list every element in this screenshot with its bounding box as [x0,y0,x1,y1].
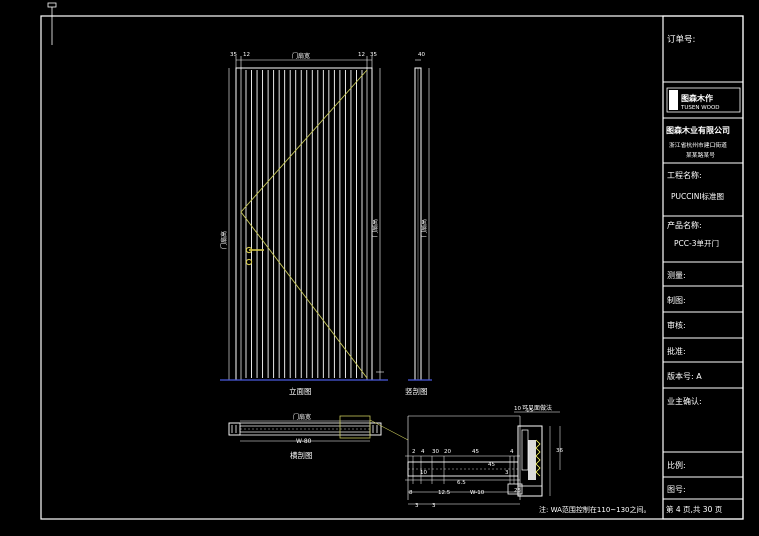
drafting-label: 制图: [667,295,686,305]
elevation-view: 35 12 门扇宽 12 35 门扇高 门扇高 [220,52,388,381]
dim-left-1: 35 [230,52,237,58]
detail-dim-label: 10 [514,406,521,412]
dim-right-2: 35 [370,52,377,58]
vertical-section-view: 40 门扇高 [408,52,432,381]
company-name: 图森木业有限公司 [666,125,730,135]
detail-leader [369,419,409,441]
door-height-label-right: 门扇高 [371,219,379,237]
review-label: 审核: [667,320,686,330]
owner-confirm-label: 业主确认: [667,396,702,406]
project-name-label: 工程名称: [667,170,702,180]
detail-dim-label: 3 [415,503,419,509]
detail-dim-label: 12.5 [438,490,451,496]
detail-dim-label: 6.5 [457,480,466,486]
corner-mark [47,2,57,8]
detail-dim-label: 8 [409,490,413,496]
product-name-value: PCC-3单开门 [674,238,719,248]
svg-text:图森木作: 图森木作 [681,93,713,103]
detail-note: 可见面做法 [522,404,552,412]
detail-dim-label: 4 [510,449,514,455]
detail-dim-label: 3 [505,470,509,476]
detail-dim-label: 10 [420,470,427,476]
cross-section-view: 门扇宽 W-80 [228,413,382,445]
section-top-dim: 40 [418,52,425,58]
door-height-label-left: 门扇高 [220,231,228,249]
detail-dim-label: 36 [556,448,563,454]
svg-text:TUSEN WOOD: TUSEN WOOD [680,105,720,111]
detail-dim-label: 3 [432,503,436,509]
dim-right-1: 12 [358,52,365,58]
product-name-label: 产品名称: [667,220,702,230]
footnote: 注: WA范围控制在110~130之间。 [539,505,651,514]
outer-frame [40,15,744,520]
detail-view [405,415,561,505]
detail-dim-label: 30 [432,449,439,455]
detail-dim-label: 45 [472,449,479,455]
cross-section-label: 横剖图 [290,450,313,460]
detail-dim-label: 4 [421,449,425,455]
detail-dim-label: 20 [444,449,451,455]
elevation-label: 立面图 [289,386,312,396]
detail-dim-label: 2 [412,449,416,455]
cross-door-width: 门扇宽 [293,413,311,421]
order-no-label: 订单号: [667,34,695,45]
title-block [662,15,744,520]
page-info: 第 4 页,共 30 页 [666,504,723,514]
detail-dim-label: 25 [514,488,521,494]
cross-width-label: W-80 [296,438,312,445]
survey-label: 测量: [667,271,686,280]
section-height-label: 门扇高 [420,219,428,237]
project-name-value: PUCCINI标准图 [671,191,724,201]
section-label: 竖剖图 [405,386,428,396]
company-logo: 图森木作 TUSEN WOOD [666,87,741,113]
dim-left-2: 12 [243,52,250,58]
door-handle [245,246,264,266]
approve-label: 批准: [667,346,686,356]
scale-label: 比例: [667,460,686,470]
drawing-no-label: 图号: [667,485,686,494]
door-width-label: 门扇宽 [292,52,310,60]
company-address-1: 浙江省杭州市建口街道 [669,141,727,149]
detail-dim-label: W-10 [470,490,485,496]
swing-diagonal [240,69,368,379]
company-address-2: 某某路某号 [686,151,715,159]
detail-dim-label: 15 [526,408,533,414]
detail-dim-label: 45 [488,462,495,468]
version-label: 版本号: A [667,371,702,381]
